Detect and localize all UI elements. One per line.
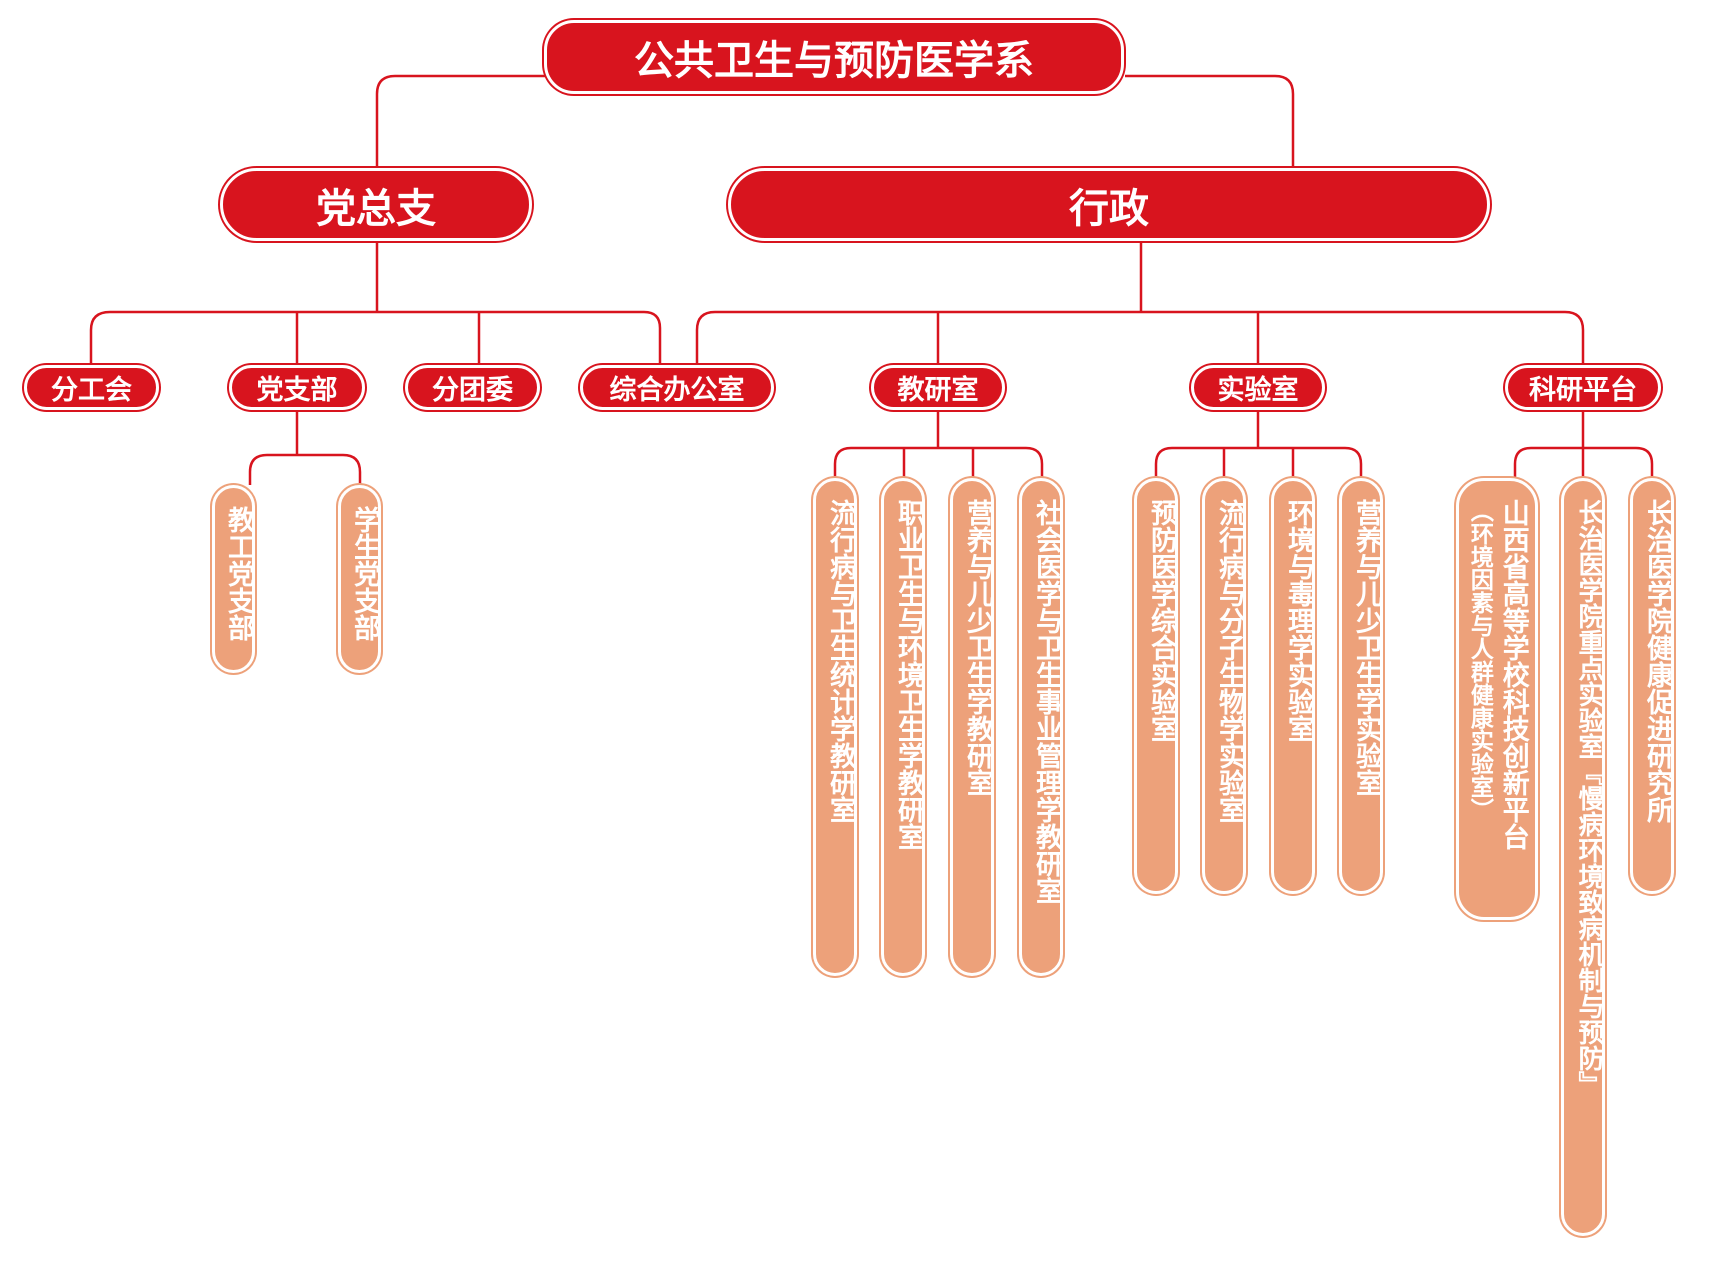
admin-node: 行政 [728,168,1490,241]
admin-child-label: 教研室 [897,375,979,406]
admin-child-node: 教研室 [871,365,1005,410]
teaching-office-node: 职业卫生与环境卫生学教研室 [881,478,925,976]
party-branch-node: 学生党支部 [338,485,381,673]
party-label: 党总支 [316,185,436,232]
research-platform-node: 长治医学院健康促进研究所 [1630,478,1674,894]
admin-child-node: 科研平台 [1505,365,1661,410]
connector-admin-bar [695,310,1585,365]
party-child-node: 分工会 [24,365,159,410]
party-node: 党总支 [220,168,532,241]
teaching-office-label: 营养与儿少卫生学教研室 [962,499,993,796]
connector-root-admin [1125,74,1295,168]
laboratory-node: 流行病与分子生物学实验室 [1202,478,1246,894]
party-child-node: 党支部 [229,365,365,410]
research-platform-label: 长治医学院重点实验室『慢病环境致病机制与预防』 [1574,499,1604,1097]
research-platform-label: 山西省高等学校科技创新平台 [1497,499,1529,850]
party-child-label: 党支部 [256,375,338,406]
party-child-label: 分团委 [432,375,513,406]
party-child-node: 分团委 [405,365,540,410]
research-platform-sublabel: （环境因素与人群健康实验室） [1466,499,1493,821]
admin-child-label: 实验室 [1217,375,1299,406]
teaching-office-node: 营养与儿少卫生学教研室 [950,478,994,976]
teaching-office-node: 流行病与卫生统计学教研室 [813,478,857,976]
laboratory-label: 流行病与分子生物学实验室 [1214,499,1245,823]
root-label: 公共卫生与预防医学系 [634,38,1034,84]
laboratory-label: 预防医学综合实验室 [1146,499,1177,742]
laboratory-node: 营养与儿少卫生学实验室 [1339,478,1383,894]
admin-label: 行政 [1069,185,1149,232]
laboratory-node: 环境与毒理学实验室 [1271,478,1315,894]
teaching-office-node: 社会医学与卫生事业管理学教研室 [1019,478,1063,976]
laboratory-label: 环境与毒理学实验室 [1283,499,1314,742]
admin-child-node: 综合办公室 [580,365,774,410]
laboratory-node: 预防医学综合实验室 [1134,478,1178,894]
connector-root-party [375,74,548,168]
research-platform-node: 长治医学院重点实验室『慢病环境致病机制与预防』 [1561,478,1605,1236]
laboratory-label: 营养与儿少卫生学实验室 [1351,499,1382,796]
party-child-label: 分工会 [51,375,132,406]
admin-child-label: 科研平台 [1529,375,1637,406]
party-branch-label: 学生党支部 [349,506,380,641]
connector-party-bar [110,310,662,365]
teaching-office-label: 流行病与卫生统计学教研室 [825,499,856,823]
admin-child-label: 综合办公室 [609,375,745,406]
admin-child-node: 实验室 [1191,365,1325,410]
party-branch-label: 教工党支部 [223,506,254,641]
teaching-office-label: 社会医学与卫生事业管理学教研室 [1031,499,1062,904]
research-platform-node: 山西省高等学校科技创新平台 （环境因素与人群健康实验室） [1456,478,1538,920]
research-platform-label: 长治医学院健康促进研究所 [1642,499,1673,823]
root-node: 公共卫生与预防医学系 [544,20,1124,94]
teaching-office-label: 职业卫生与环境卫生学教研室 [893,499,924,850]
party-branch-node: 教工党支部 [212,485,255,673]
